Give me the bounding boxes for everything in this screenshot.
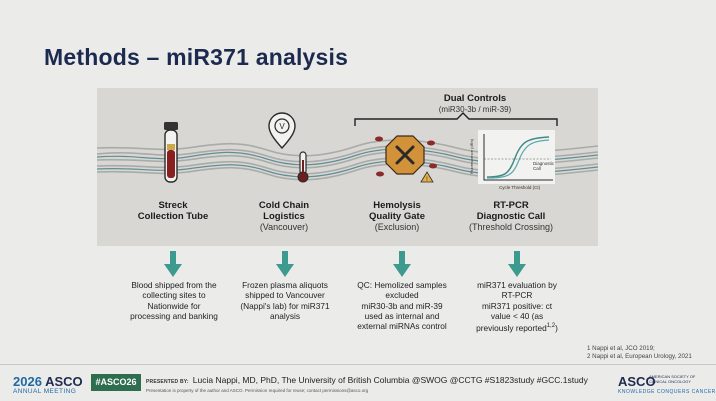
slide-footer: 2026 ASCO ANNUAL MEETING #ASCO26 PRESENT…: [0, 364, 716, 401]
flow-lines: [97, 139, 598, 181]
step-subtitle: (Vancouver): [259, 222, 309, 232]
plot-call-label: Diagnostic Call: [533, 161, 555, 171]
description-line: Blood shipped from the: [131, 280, 217, 290]
description-line-with-citation: previously reported1,2): [476, 322, 558, 333]
asco-logo-tagline: KNOWLEDGE CONQUERS CANCER: [618, 389, 716, 395]
location-thermometer-icon: V: [268, 112, 309, 183]
plot-xlabel: Cycle Threshold (Ct): [499, 185, 541, 190]
step-title-line1: Hemolysis: [373, 200, 421, 211]
step-description-cold-chain: Frozen plasma aliquots shipped to Vancou…: [229, 280, 341, 321]
meeting-brand: ASCO: [45, 374, 83, 389]
asco-logo: ASCO: [618, 374, 656, 389]
step-title-line2: Logistics: [263, 211, 305, 222]
step-title-line1: RT-PCR: [493, 200, 529, 211]
flow-illustration: V !: [97, 112, 598, 184]
step-title-line1: Streck: [158, 200, 188, 211]
citation-superscript: 1,2: [546, 323, 556, 330]
step-description-hemolysis: QC: Hemolized samples excluded miR30-3b …: [346, 280, 458, 331]
description-line: RT-PCR: [501, 290, 533, 301]
hemolysis-exclusion-icon: !: [375, 135, 437, 183]
description-line: miR371 positive: ct: [481, 300, 553, 311]
step-streck: Streck Collection Tube: [123, 200, 223, 222]
step-title-line1: Cold Chain: [258, 200, 310, 211]
presenter-line: PRESENTED BY:Lucia Nappi, MD, PhD, The U…: [146, 375, 588, 385]
references: 1 Nappi et al, JCO 2019; 2 Nappi et al, …: [587, 345, 692, 361]
description-line: used as internal and: [364, 310, 440, 321]
dual-controls-title: Dual Controls: [443, 93, 507, 104]
meeting-year: 2026: [13, 374, 42, 389]
description-line: miR371 evaluation by: [477, 280, 557, 290]
copyright-notice: Presentation is property of the author a…: [146, 388, 369, 393]
step-hemolysis: Hemolysis Quality Gate (Exclusion): [347, 200, 447, 233]
step-cold-chain: Cold Chain Logistics (Vancouver): [234, 200, 334, 233]
description-line: excluded: [385, 290, 419, 301]
amplification-curve-icon: [478, 130, 555, 184]
plot-ylabel: Fluorescence (dRn): [469, 138, 474, 174]
down-arrow-icon: [276, 251, 294, 277]
description-line: Nationwide for: [147, 300, 201, 311]
svg-text:!: !: [426, 177, 428, 183]
description-line: analysis: [270, 310, 300, 321]
meeting-label: ANNUAL MEETING: [13, 388, 77, 395]
description-line: Frozen plasma aliquots: [242, 280, 328, 290]
dual-controls-label: Dual Controls (miR30-3b / miR-39): [355, 88, 595, 118]
description-line: processing and banking: [130, 310, 218, 321]
description-line: previously reported: [476, 322, 547, 333]
reference-item: 1 Nappi et al, JCO 2019;: [587, 345, 655, 352]
svg-text:V: V: [279, 122, 285, 131]
description-line: external miRNAs control: [357, 321, 447, 332]
step-subtitle: (Exclusion): [374, 222, 420, 232]
step-description-rt-pcr: miR371 evaluation by RT-PCR miR371 posit…: [461, 280, 573, 333]
description-line: QC: Hemolized samples: [357, 280, 447, 290]
description-line: collecting sites to: [142, 290, 206, 301]
description-line: (Nappi's lab) for miR371: [240, 300, 330, 311]
presenter-name: Lucia Nappi, MD, PhD, The University of …: [192, 375, 588, 385]
down-arrow-icon: [164, 251, 182, 277]
methods-flow-panel: V ! Dual Controls (miR30-3b / miR-39): [97, 88, 598, 246]
slide-title: Methods – miR371 analysis: [44, 44, 349, 70]
dual-controls-subtitle: (miR30-3b / miR-39): [438, 105, 512, 114]
dual-controls-bracket: [354, 112, 558, 126]
step-title-line2: Collection Tube: [137, 211, 209, 222]
test-tube-icon: [164, 122, 178, 183]
step-title-line2: Diagnostic Call: [476, 211, 546, 222]
meeting-logo: 2026 ASCO: [13, 374, 83, 389]
asco-logo-subtitle: AMERICAN SOCIETY OF CLINICAL ONCOLOGY: [649, 374, 696, 384]
description-line: miR30-3b and miR-39: [361, 300, 443, 311]
hashtag-badge: #ASCO26: [91, 374, 141, 391]
footer-divider: [0, 364, 716, 365]
description-line: shipped to Vancouver: [245, 290, 325, 301]
step-rt-pcr: RT-PCR Diagnostic Call (Threshold Crossi…: [461, 200, 561, 233]
flow-lines-accent: [97, 148, 598, 178]
down-arrow-icon: [393, 251, 411, 277]
step-subtitle: (Threshold Crossing): [468, 222, 554, 232]
step-title-line2: Quality Gate: [369, 211, 425, 222]
down-arrow-icon: [508, 251, 526, 277]
reference-item: 2 Nappi et al, European Urology, 2021: [587, 353, 692, 360]
presented-by-label: PRESENTED BY:: [146, 379, 189, 385]
description-line: value < 40 (as: [490, 310, 544, 321]
step-description-streck: Blood shipped from the collecting sites …: [118, 280, 230, 321]
